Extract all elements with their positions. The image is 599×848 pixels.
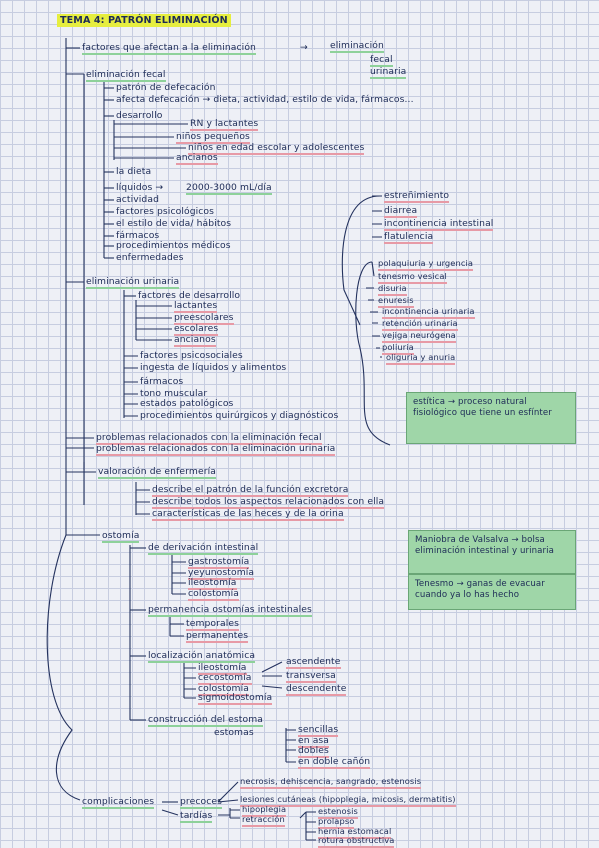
tardias-sub-item: prolapso xyxy=(318,816,355,829)
problemas-urinaria: problemas relacionados con la eliminació… xyxy=(96,443,336,456)
derivacion-label: de derivación intestinal xyxy=(148,542,259,555)
localizacion-item: ileostomía xyxy=(198,662,247,675)
colon-item: transversa xyxy=(286,670,336,683)
valoracion-item: describe el patrón de la función excreto… xyxy=(152,484,349,497)
desarrollo-item: niños en edad escolar y adolescentes xyxy=(188,142,365,155)
ostomia-heading: ostomía xyxy=(102,530,140,543)
colon-item: ascendente xyxy=(286,656,341,669)
note-text: Tenesmo → ganas de evacuar cuando ya lo … xyxy=(415,579,545,600)
derivacion-item: gastrostomía xyxy=(188,556,250,569)
urin-item: procedimientos quirúrgicos y diagnóstico… xyxy=(140,410,339,421)
urinaria-label: urinaria xyxy=(370,66,407,79)
urin-item: ingesta de líquidos y alimentos xyxy=(140,362,287,373)
localizacion-item: colostomía xyxy=(198,683,249,696)
estoma-item: dobles xyxy=(298,745,329,758)
desarrollo-label: desarrollo xyxy=(116,110,163,121)
note-box-estitica: estítica → proceso natural fisiológico q… xyxy=(406,392,576,444)
afecta-label: afecta defecación → dieta, actividad, es… xyxy=(116,94,414,105)
urin-desarrollo-item: lactantes xyxy=(174,300,218,313)
right-urin-item: poliuria xyxy=(382,342,414,355)
construccion-label: construcción del estoma xyxy=(148,714,264,727)
valoracion-heading: valoración de enfermería xyxy=(98,466,216,479)
derivacion-item: colostomía xyxy=(188,588,239,601)
fecal-label: fecal xyxy=(370,54,393,67)
tardias-item: hipoplegia xyxy=(242,804,287,817)
localizacion-item: cecostomía xyxy=(198,672,252,685)
page-title: TEMA 4: PATRÓN ELIMINACIÓN xyxy=(57,14,231,27)
desarrollo-item: niños pequeños xyxy=(176,131,250,144)
complicaciones-heading: complicaciones xyxy=(82,796,155,809)
colon-item: descendente xyxy=(286,683,347,696)
right-urin-item: polaquiuria y urgencia xyxy=(378,258,474,271)
right-fecal-item: flatulencia xyxy=(384,231,434,244)
estoma-item: en doble cañón xyxy=(298,756,371,769)
note-box-tenesmo: Tenesmo → ganas de evacuar cuando ya lo … xyxy=(408,574,576,610)
valoracion-item: describe todos los aspectos relacionados… xyxy=(152,496,385,509)
urinaria-heading: eliminación urinaria xyxy=(86,276,180,289)
fecal-item: el estilo de vida/ hábitos xyxy=(116,218,232,229)
liquidos-label: líquidos → xyxy=(116,182,164,193)
right-urin-item: enuresis xyxy=(378,295,414,308)
right-fecal-item: incontinencia intestinal xyxy=(384,218,494,231)
note-text: Maniobra de Valsalva → bolsa eliminación… xyxy=(415,535,555,556)
fecal-heading: eliminación fecal xyxy=(86,69,166,82)
urin-desarrollo-item: escolares xyxy=(174,323,219,336)
valoracion-item: características de las heces y de la ori… xyxy=(152,508,344,521)
localizacion-label: localización anatómica xyxy=(148,650,256,663)
estoma-item: sencillas xyxy=(298,724,339,737)
permanencia-item: temporales xyxy=(186,618,240,631)
note-text: estítica → proceso natural fisiológico q… xyxy=(413,397,552,418)
derivacion-item: ileostomía xyxy=(188,577,237,590)
right-urin-item: oliguria y anuria xyxy=(386,352,456,365)
fecal-item: enfermedades xyxy=(116,252,184,263)
precoces-item: lesiones cutáneas (hipoplegia, micosis, … xyxy=(240,794,456,807)
patron-label: patrón de defecación xyxy=(116,82,216,93)
right-fecal-item: estreñimiento xyxy=(384,190,450,203)
desarrollo-item: RN y lactantes xyxy=(190,118,259,131)
right-fecal-item: diarrea xyxy=(384,205,418,218)
right-urin-item: retención urinaria xyxy=(382,318,458,331)
permanencia-label: permanencia ostomías intestinales xyxy=(148,604,312,617)
localizacion-item: sigmoidostomía xyxy=(198,692,273,705)
urin-desarrollo-item: ancianos xyxy=(174,334,216,347)
fecal-item: actividad xyxy=(116,194,160,205)
urin-desarrollo-label: factores de desarrollo xyxy=(138,290,241,301)
tardias-item: retracción xyxy=(242,814,285,827)
dieta-label: la dieta xyxy=(116,166,152,177)
eliminacion-label: eliminación xyxy=(330,40,384,53)
arrow-icon: → xyxy=(300,42,308,53)
liquidos-value: 2000-3000 mL/día xyxy=(186,182,272,195)
right-urin-item: disuria xyxy=(378,283,407,296)
fecal-item: procedimientos médicos xyxy=(116,240,231,251)
right-urin-item: incontinencia urinaria xyxy=(382,306,475,319)
precoces-item: necrosis, dehiscencia, sangrado, estenos… xyxy=(240,776,422,789)
desarrollo-item: ancianos xyxy=(176,152,218,165)
urin-item: factores psicosociales xyxy=(140,350,243,361)
urin-item: estados patológicos xyxy=(140,398,234,409)
right-urin-item: vejiga neurógena xyxy=(382,330,456,343)
estomas-label: estomas xyxy=(214,727,254,738)
permanencia-item: permanentes xyxy=(186,630,249,643)
urin-item: fármacos xyxy=(140,376,184,387)
problemas-fecal: problemas relacionados con la eliminació… xyxy=(96,432,322,445)
fecal-item: fármacos xyxy=(116,230,160,241)
derivacion-item: yeyunostomía xyxy=(188,567,255,580)
estoma-item: en asa xyxy=(298,735,330,748)
tardias-sub-item: estenosis xyxy=(318,806,358,819)
factores-label: factores que afectan a la eliminación xyxy=(82,42,256,55)
tardias-sub-item: rotura obstructiva xyxy=(318,835,395,848)
note-box-valsalva: Maniobra de Valsalva → bolsa eliminación… xyxy=(408,530,576,574)
tardias-sub-item: hernia estomacal xyxy=(318,826,392,839)
urin-desarrollo-item: preescolares xyxy=(174,312,234,325)
precoces-label: precoces xyxy=(180,796,223,809)
tardias-label: tardías xyxy=(180,810,213,823)
urin-item: tono muscular xyxy=(140,388,208,399)
right-urin-item: tenesmo vesical xyxy=(378,271,447,284)
fecal-item: factores psicológicos xyxy=(116,206,215,217)
